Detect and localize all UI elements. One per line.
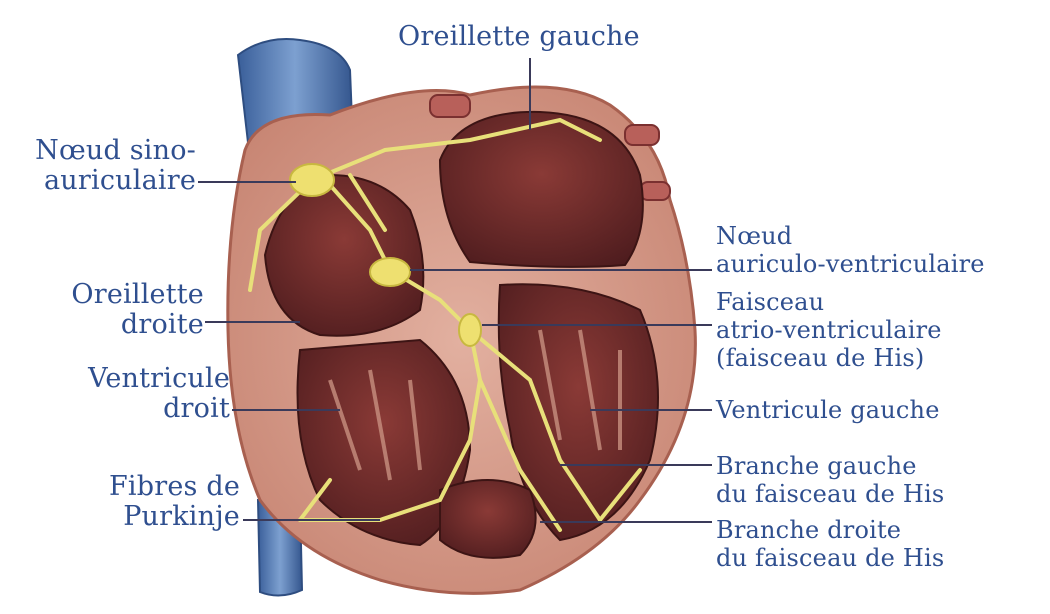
label-line: Oreillette [14, 280, 204, 310]
label-branche-gauche: Branche gauche du faisceau de His [716, 452, 944, 508]
label-line: auriculo-ventriculaire [716, 250, 985, 278]
label-line: auriculaire [6, 166, 196, 196]
label-line: atrio-ventriculaire [716, 316, 942, 344]
label-line: du faisceau de His [716, 544, 944, 572]
label-oreillette-droite: Oreillette droite [14, 280, 204, 340]
label-oreillette-gauche: Oreillette gauche [398, 22, 640, 52]
label-line: (faisceau de His) [716, 344, 942, 372]
sinoatrial-node [290, 164, 334, 196]
label-line: Ventricule [40, 364, 230, 394]
pulmonary-vein-upper [625, 125, 659, 145]
label-noeud-av: Nœud auriculo-ventriculaire [716, 222, 985, 278]
label-line: Branche gauche [716, 452, 944, 480]
label-line: droit [40, 394, 230, 424]
label-line: Nœud sino- [6, 136, 196, 166]
label-line: Faisceau [716, 288, 942, 316]
aorta-stub [430, 95, 470, 117]
label-line: droite [14, 310, 204, 340]
pulmonary-vein-lower [640, 182, 670, 200]
label-ventricule-droit: Ventricule droit [40, 364, 230, 424]
left-atrium-chamber [440, 112, 643, 267]
label-line: du faisceau de His [716, 480, 944, 508]
label-branche-droite: Branche droite du faisceau de His [716, 516, 944, 572]
label-line: Nœud [716, 222, 985, 250]
label-line: Branche droite [716, 516, 944, 544]
label-line: Purkinje [50, 502, 240, 532]
lower-ventricular-cavity [440, 480, 536, 558]
atrioventricular-node [370, 258, 410, 286]
label-fibres-purkinje: Fibres de Purkinje [50, 472, 240, 532]
label-noeud-sinusal: Nœud sino- auriculaire [6, 136, 196, 196]
label-line: Fibres de [50, 472, 240, 502]
label-faisceau-his: Faisceau atrio-ventriculaire (faisceau d… [716, 288, 942, 372]
bundle-of-his [459, 314, 481, 346]
label-line: Ventricule gauche [716, 396, 940, 424]
label-ventricule-gauche: Ventricule gauche [716, 396, 940, 424]
label-line: Oreillette gauche [398, 22, 640, 52]
